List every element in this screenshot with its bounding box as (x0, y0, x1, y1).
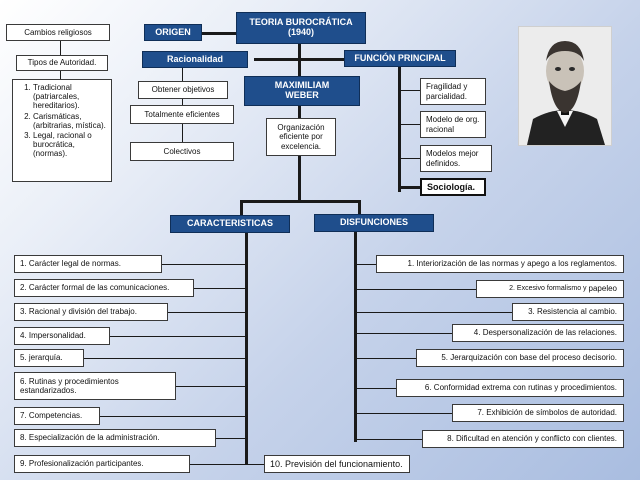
autoridad-list-box: Tradicional (patriarcales, hereditarios)… (12, 79, 112, 182)
disfuncion-item2-extra: papeleo (588, 284, 617, 294)
racionalidad-item: Colectivos (130, 142, 234, 161)
tipos-autoridad-box: Tipos de Autoridad. (16, 55, 108, 71)
caracteristica-item: 1. Carácter legal de normas. (14, 255, 162, 273)
connector (400, 186, 420, 189)
connector (356, 413, 452, 414)
author-box: MAXIMILIAM WEBER (244, 76, 360, 106)
author-line1: MAXIMILIAM (274, 80, 330, 91)
sociologia-box: Sociología. (420, 178, 486, 196)
funcion-item: Fragilidad y parcialidad. (420, 78, 486, 105)
disfuncion-item: 5. Jerarquización con base del proceso d… (416, 349, 624, 367)
connector (182, 67, 183, 81)
connector (100, 416, 246, 417)
disfuncion-item: 4. Despersonalización de las relaciones. (452, 324, 624, 342)
caracteristica-item: 9. Profesionalización participantes. (14, 455, 190, 473)
connector (398, 66, 401, 192)
connector (194, 288, 246, 289)
connector (240, 200, 243, 216)
title-line1: TEORIA BUROCRÁTICA (249, 17, 353, 28)
connector (356, 388, 396, 389)
racionalidad-item: Totalmente eficientes (130, 105, 234, 124)
connector (216, 438, 246, 439)
connector (182, 124, 183, 142)
funcion-principal-header: FUNCIÓN PRINCIPAL (344, 50, 456, 67)
autoridad-item: Carismáticas, (arbitrarias, mística). (33, 112, 111, 130)
portrait-image (518, 26, 612, 146)
connector (356, 439, 422, 440)
connector (240, 200, 360, 203)
diagram-title: TEORIA BUROCRÁTICA (1940) (236, 12, 366, 44)
author-line2: WEBER (285, 90, 319, 100)
disfuncion-item: 2. Excesivo formalismo y papeleo (476, 280, 624, 298)
connector (246, 464, 264, 465)
autoridad-item: Tradicional (patriarcales, hereditarios)… (33, 83, 111, 111)
connector (84, 358, 246, 359)
racionalidad-item: Obtener objetivos (138, 81, 228, 99)
connector (400, 124, 420, 125)
connector (254, 58, 344, 61)
caracteristica-item: 7. Competencias. (14, 407, 100, 425)
racionalidad-header: Racionalidad (142, 51, 248, 68)
disfuncion-item: 6. Conformidad extrema con rutinas y pro… (396, 379, 624, 397)
disfunciones-header: DISFUNCIONES (314, 214, 434, 232)
caracteristica-item: 6. Rutinas y procedimientos estandarizad… (14, 372, 176, 400)
connector (190, 464, 246, 465)
connector (168, 312, 246, 313)
caracteristica-item: 3. Racional y división del trabajo. (14, 303, 168, 321)
connector (400, 158, 420, 159)
connector (245, 232, 248, 464)
disfuncion-item2-text: 2. Excesivo formalismo y (509, 284, 587, 292)
cambios-religiosos-box: Cambios religiosos (6, 24, 110, 41)
connector (60, 70, 61, 80)
connector (60, 40, 61, 56)
portrait-icon (519, 27, 611, 145)
organizacion-box: Organización eficiente por excelencia. (266, 118, 336, 156)
autoridad-list: Tradicional (patriarcales, hereditarios)… (13, 83, 111, 159)
caracteristica-item: 10. Previsión del funcionamiento. (264, 455, 410, 473)
origen-header: ORIGEN (144, 24, 202, 41)
connector (110, 336, 246, 337)
funcion-item: Modelos mejor definidos. (420, 145, 492, 172)
disfuncion-item: 8. Dificultad en atención y conflicto co… (422, 430, 624, 448)
connector (358, 200, 361, 216)
disfuncion-item: 3. Resistencia al cambio. (512, 303, 624, 321)
connector (356, 264, 376, 265)
connector (182, 99, 183, 105)
connector (176, 386, 246, 387)
connector (356, 289, 476, 290)
connector (400, 90, 420, 91)
connector (354, 232, 357, 442)
caracteristica-item: 5. jerarquía. (14, 349, 84, 367)
connector (356, 312, 512, 313)
funcion-item: Modelo de org. racional (420, 111, 486, 138)
caracteristica-item: 4. Impersonalidad. (14, 327, 110, 345)
connector (196, 32, 238, 35)
disfuncion-item: 1. Interiorización de las normas y apego… (376, 255, 624, 273)
connector (298, 106, 301, 118)
connector (356, 358, 416, 359)
caracteristicas-header: CARACTERISTICAS (170, 215, 290, 233)
connector (162, 264, 246, 265)
title-line2: (1940) (287, 27, 314, 37)
disfuncion-item: 7. Exhibición de símbolos de autoridad. (452, 404, 624, 422)
connector (356, 333, 452, 334)
autoridad-item: Legal, racional o burocrática, (normas). (33, 131, 111, 159)
caracteristica-item: 2. Carácter formal de las comunicaciones… (14, 279, 194, 297)
caracteristica-item: 8. Especialización de la administración. (14, 429, 216, 447)
connector (298, 156, 301, 202)
